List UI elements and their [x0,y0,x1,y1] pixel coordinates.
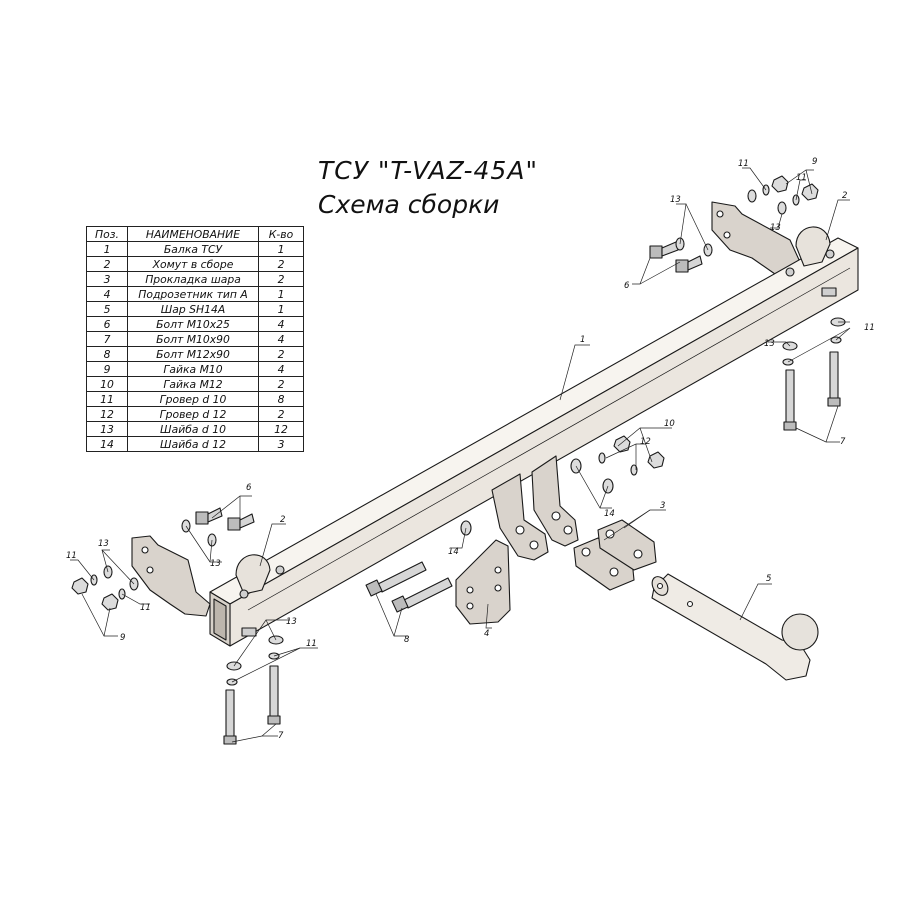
callout-10: 10 [664,419,675,429]
washer [777,201,787,215]
bolt-m12x90-a [365,561,427,597]
callout-9-right: 9 [812,157,817,167]
cell-name: Гайка М12 [127,376,259,392]
callout-1: 1 [580,335,585,345]
lock-washer-d12 [598,452,606,464]
callout-13-right-upper: 13 [770,223,781,233]
nut-m12 [647,451,665,469]
callout-11-left-b: 11 [140,603,151,613]
cell-pos: 14 [86,436,128,452]
callout-4: 4 [484,629,489,639]
cell-name: Гайка М10 [127,361,259,377]
cell-name: Шар SH14A [127,301,259,317]
cell-name: Шайба d 12 [127,436,259,452]
bolt-m10x25-right-a [649,241,679,259]
washer [747,189,757,203]
nut [801,183,819,201]
callout-13-left-b: 13 [210,559,221,569]
diagram-subtitle: Схема сборки [318,190,500,219]
bolt-m12x90-b [391,577,453,613]
callout-9-left: 9 [120,633,125,643]
callout-2-right: 2 [842,191,847,201]
callout-5: 5 [766,574,771,584]
cell-name: Подрозетник тип А [127,286,259,302]
bolt-m10x90-left-b [267,665,281,725]
callout-11-left-lower: 11 [306,639,317,649]
callout-7-left: 7 [278,731,284,741]
callout-11-right: 11 [864,323,875,333]
tow-beam [209,237,859,647]
bolt-m10x25-left-a [195,507,223,525]
bolt-m10x90-right-b [827,351,841,407]
leader-lines [70,167,851,743]
callout-7-right: 7 [840,437,846,447]
callout-13-right: 13 [764,339,775,349]
right-hitch-plate [531,455,579,547]
nut [71,577,89,595]
callout-13-left: 13 [98,539,109,549]
tow-ball [651,573,819,681]
parts-table-header-row: Поз. НАИМЕНОВАНИЕ К-во [86,226,304,242]
callout-2-left: 2 [280,515,285,525]
cell-name: Хомут в сборе [127,256,259,272]
cell-qty: 3 [258,436,304,452]
callout-11-top-right: 11 [738,159,749,169]
right-clamp [795,226,831,267]
left-hitch-plate [491,473,549,561]
diagram-title: ТСУ "T-VAZ-45A" [318,156,538,185]
bolt-m10x25-left-b [227,513,255,531]
callout-11-left: 11 [66,551,77,561]
callout-14-right: 14 [604,509,615,519]
cell-pos: 11 [86,391,128,407]
callout-14-left: 14 [448,547,459,557]
header-position: Поз. [86,226,128,242]
cell-qty: 1 [258,301,304,317]
cell-name: Болт М10х25 [127,316,259,332]
callout-11-top-right-b: 11 [796,173,807,183]
left-clamp [235,554,271,595]
callout-12: 12 [640,437,651,447]
callout-8: 8 [404,635,410,645]
callout-6-right: 6 [624,281,630,291]
callout-3: 3 [660,501,665,511]
bolt-m10x90-left-a [223,689,237,745]
bolt-m10x90-right-a [783,369,797,431]
nut [771,175,789,193]
nut [101,593,119,611]
lock-washer-d12 [630,464,638,476]
bolt-m10x25-right-b [675,255,703,273]
nut-m12 [613,435,631,453]
socket-bracket [455,539,511,625]
callout-13-top: 13 [670,195,681,205]
callout-13-left-lower: 13 [286,617,297,627]
callout-6-left: 6 [246,483,252,493]
left-mounting-bracket [131,535,211,617]
